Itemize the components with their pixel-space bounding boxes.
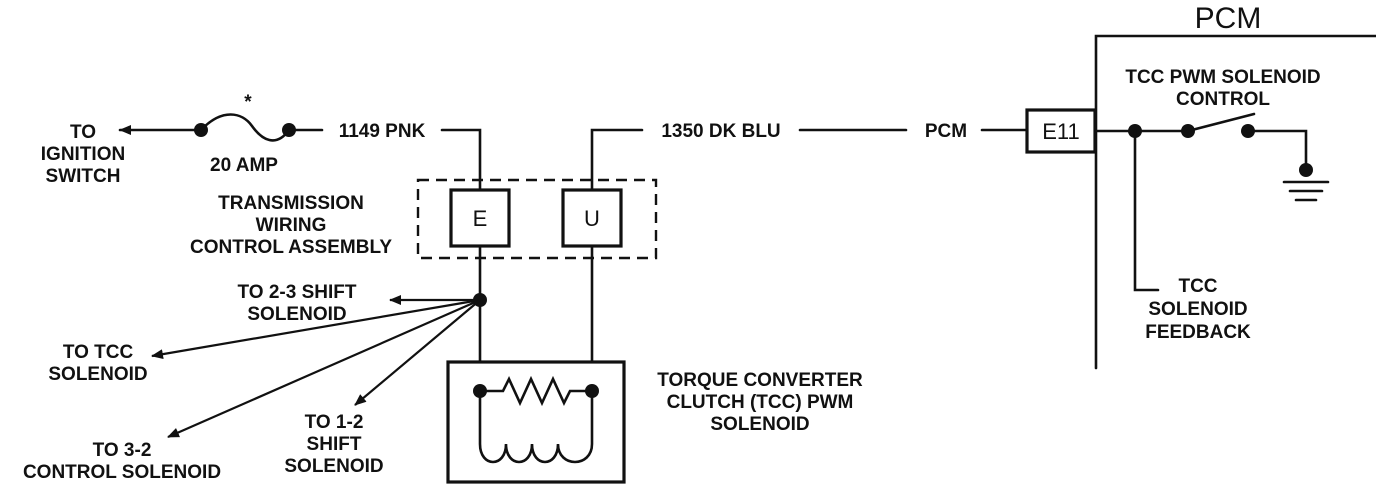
- ground-symbol-icon: [1282, 180, 1330, 202]
- pcm-title: PCM: [1195, 2, 1262, 35]
- solenoid-label-line3: SOLENOID: [710, 414, 809, 435]
- branch-1-2-shift-line1: TO 1-2: [305, 412, 364, 433]
- pcm-connector-e11-label: E11: [1042, 119, 1080, 144]
- ignition-label-line1: TO: [70, 122, 96, 143]
- solenoid-label-line2: CLUTCH (TCC) PWM: [667, 392, 854, 413]
- branch-3-2-control-line1: TO 3-2: [93, 440, 152, 461]
- pnk-wire-b: [440, 128, 482, 192]
- tcc-pwm-solenoid-box: [446, 360, 626, 484]
- tcc-feedback-line3: FEEDBACK: [1145, 322, 1251, 343]
- branch-1-2-shift-line3: SOLENOID: [284, 456, 383, 477]
- pcm-wire-label: PCM: [925, 121, 967, 142]
- fuse-rating: 20 AMP: [210, 155, 278, 176]
- ignition-label-line2: IGNITION: [41, 144, 125, 165]
- ground-node-dot: [1299, 163, 1313, 177]
- assembly-label-line3: CONTROL ASSEMBLY: [190, 237, 392, 258]
- tcc-feedback-line2: SOLENOID: [1148, 299, 1247, 320]
- branch-1-2-shift-line2: SHIFT: [307, 434, 362, 455]
- pcm-connector-e11-box: [1025, 108, 1097, 154]
- connector-pin-e-label: E: [473, 206, 488, 231]
- feedback-wire: [1133, 129, 1160, 292]
- branch-2-3-shift-line1: TO 2-3 SHIFT: [238, 282, 357, 303]
- fuse-marker: *: [244, 92, 252, 113]
- fuse-element: [199, 113, 291, 142]
- branch-arrow-3-2-control: [167, 298, 481, 439]
- pnk-wire-label: 1149 PNK: [339, 121, 426, 142]
- switch-blade: [1186, 112, 1256, 133]
- tcc-pwm-control-line2: CONTROL: [1176, 89, 1270, 110]
- dkblu-wire-label: 1350 DK BLU: [661, 121, 780, 142]
- solenoid-resistor-icon: [478, 375, 594, 407]
- assembly-label-line2: WIRING: [256, 215, 327, 236]
- branch-arrow-1-2-shift: [354, 299, 481, 406]
- branch-tcc-line2: SOLENOID: [48, 364, 147, 385]
- solenoid-coil-icon: [478, 389, 594, 464]
- assembly-label-line1: TRANSMISSION: [218, 193, 364, 214]
- branch-2-3-shift-line2: SOLENOID: [247, 304, 346, 325]
- dkblu-wire-a: [590, 128, 644, 192]
- branch-3-2-control-line2: CONTROL SOLENOID: [23, 462, 221, 483]
- ground-wire: [1246, 129, 1308, 172]
- transmission-wiring-control-assembly-outline: [416, 178, 658, 260]
- connector-pin-u-label: U: [584, 206, 600, 231]
- tcc-feedback-line1: TCC: [1178, 276, 1217, 297]
- tcc-pwm-control-line1: TCC PWM SOLENOID: [1125, 67, 1320, 88]
- solenoid-label-line1: TORQUE CONVERTER: [657, 370, 863, 391]
- ignition-label-line3: SWITCH: [46, 166, 121, 187]
- branch-arrow-tcc: [151, 298, 481, 360]
- branch-tcc-line1: TO TCC: [63, 342, 134, 363]
- pcm-housing-outline: [1094, 34, 1376, 370]
